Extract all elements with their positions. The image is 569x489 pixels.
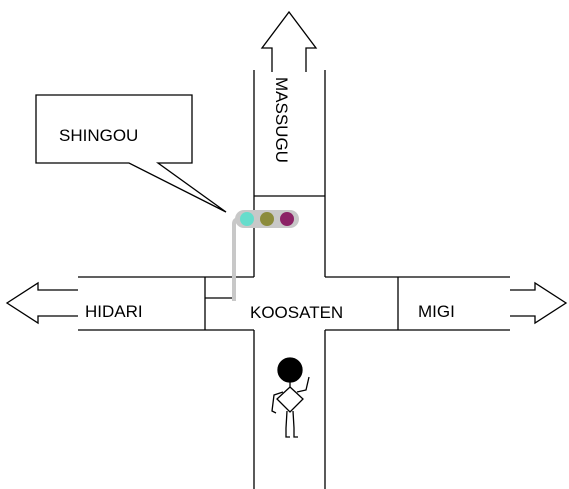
pedestrian-head <box>277 357 303 383</box>
pedestrian-left-leg <box>285 410 290 438</box>
traffic-light-icon <box>232 210 299 301</box>
pedestrian-right-arm <box>296 376 310 393</box>
right-arrow-icon <box>510 281 568 325</box>
massugu-label: MASSUGU <box>272 77 291 163</box>
callout-bubble <box>35 94 227 213</box>
pedestrian-right-leg <box>292 410 298 438</box>
migi-label: MIGI <box>418 302 455 321</box>
callout-label: SHINGOU <box>59 126 138 145</box>
yellow-lamp <box>260 212 274 226</box>
pedestrian-body <box>276 386 304 413</box>
hidari-label: HIDARI <box>85 302 143 321</box>
green-lamp <box>240 212 254 226</box>
traffic-light-pole <box>232 217 241 301</box>
shingou-callout: SHINGOU <box>35 94 227 213</box>
pedestrian-left-arm <box>271 391 284 414</box>
koosaten-label: KOOSATEN <box>250 303 343 322</box>
left-arrow-icon <box>5 281 78 325</box>
up-arrow-icon <box>260 10 318 72</box>
road-outlines <box>78 70 510 489</box>
pedestrian-icon <box>271 357 310 438</box>
arrows <box>5 10 568 325</box>
red-lamp <box>280 212 294 226</box>
